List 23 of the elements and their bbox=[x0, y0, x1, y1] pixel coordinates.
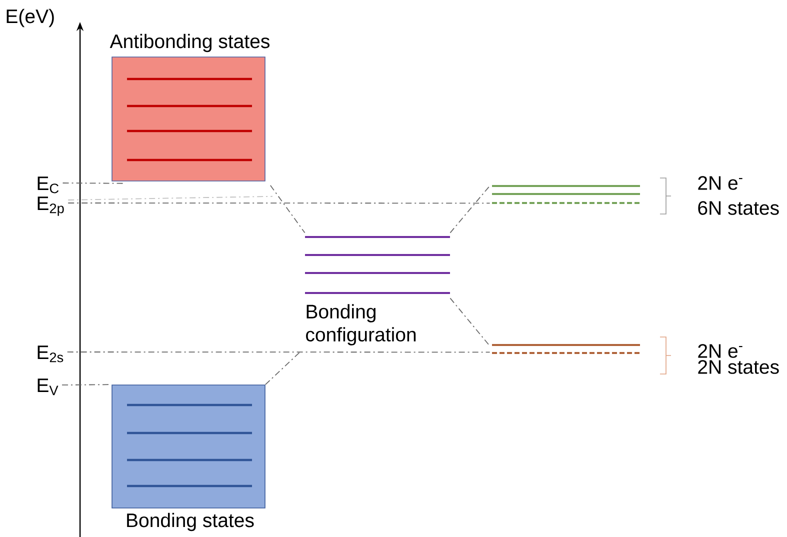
connector-line bbox=[450, 298, 490, 346]
band-label: Bonding states bbox=[127, 512, 254, 532]
connector-line bbox=[62, 182, 124, 184]
connector-line bbox=[66, 352, 490, 353]
level-note: 6N states bbox=[698, 201, 779, 215]
level-note: 2N e$^{-}$ bbox=[698, 176, 742, 190]
connector-line bbox=[264, 352, 300, 386]
level-label: Bonding configuration bbox=[306, 304, 416, 346]
axis-label: E(eV) bbox=[6, 8, 54, 28]
connector-line bbox=[68, 196, 273, 200]
connector-line bbox=[62, 384, 110, 386]
energy-label: E$_{2s}$ bbox=[38, 346, 64, 362]
energy-label: E$_{2p}$ bbox=[38, 196, 64, 216]
band-label: Antibonding states bbox=[110, 34, 270, 52]
level-note: 2N e$^{-}$ bbox=[698, 344, 742, 358]
energy-levels bbox=[492, 185, 640, 204]
level-note: 2N states bbox=[698, 360, 779, 374]
energy-label: E$_{V}$ bbox=[38, 378, 58, 396]
connector-line bbox=[68, 202, 490, 204]
connector-line bbox=[450, 185, 490, 234]
connector-line bbox=[270, 184, 306, 234]
energy-levels bbox=[492, 344, 640, 354]
energy-label: E$_{C}$ bbox=[38, 176, 59, 194]
